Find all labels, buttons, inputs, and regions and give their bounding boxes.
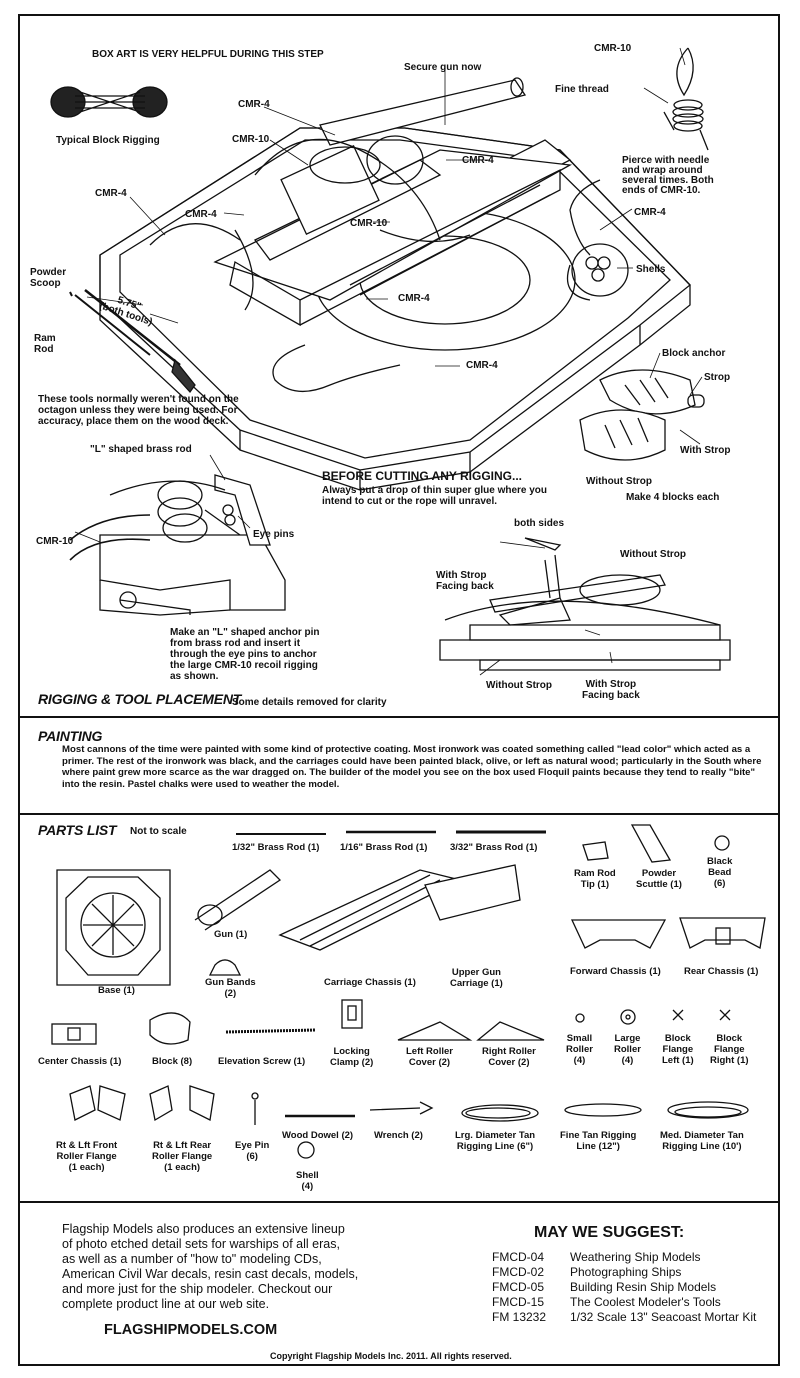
l-rod-label: "L" shaped brass rod (90, 444, 192, 455)
part-label: Wrench (2) (374, 1130, 423, 1141)
part-label: 1/16" Brass Rod (1) (340, 842, 428, 853)
parts-section-title: PARTS LIST (38, 822, 117, 838)
cmr10-top-label: CMR-10 (594, 43, 632, 54)
divider-parts-footer (18, 1201, 780, 1203)
part-label: Elevation Screw (1) (218, 1056, 306, 1067)
side-view-drawing (439, 537, 731, 671)
part-label: Eye Pin(6) (235, 1140, 270, 1162)
with-strop-label: With Strop (680, 445, 731, 456)
part-label: Wood Dowel (2) (282, 1130, 354, 1141)
cmr4-label: CMR-4 (95, 188, 127, 199)
before-cutting-heading: BEFORE CUTTING ANY RIGGING... (322, 469, 523, 483)
copyright: Copyright Flagship Models Inc. 2011. All… (270, 1351, 512, 1361)
both-sides-label: both sides (514, 518, 565, 529)
part-label: Rear Chassis (1) (684, 966, 759, 977)
cmr10-label: CMR-10 (350, 218, 388, 229)
tools-note: These tools normally weren't found on th… (38, 394, 239, 427)
secure-gun-label: Secure gun now (404, 62, 482, 73)
shells-drawing (566, 243, 629, 301)
fine-thread-label: Fine thread (555, 84, 609, 95)
tools-drawing (69, 289, 196, 394)
without-strop-label: Without Strop (620, 549, 687, 560)
shells-label: Shells (636, 264, 666, 275)
cmr4-label: CMR-4 (238, 99, 270, 110)
cmr10-detail-label: CMR-10 (36, 536, 74, 547)
part-label: Gun Bands(2) (205, 977, 256, 999)
without-strop-label: Without Strop (586, 476, 653, 487)
part-label: Shell(4) (296, 1170, 319, 1192)
make-blocks-label: Make 4 blocks each (626, 492, 720, 503)
recoil-detail-drawing (69, 474, 286, 616)
painting-section-title: PAINTING (38, 728, 103, 744)
part-label: 3/32" Brass Rod (1) (450, 842, 538, 853)
cmr4-label: CMR-4 (466, 360, 498, 371)
company-blurb: Flagship Models also produces an extensi… (62, 1222, 359, 1311)
cmr4-label: CMR-4 (634, 207, 666, 218)
rigging-section-title: RIGGING & TOOL PLACEMENT (38, 691, 242, 707)
part-label: Center Chassis (1) (38, 1056, 122, 1067)
part-label: 1/32" Brass Rod (1) (232, 842, 320, 853)
divider-painting-parts (18, 813, 780, 815)
part-label: Gun (1) (214, 929, 248, 940)
coil-drawing (663, 47, 709, 151)
without-strop-label: Without Strop (486, 680, 553, 691)
typical-block-drawing (50, 86, 168, 118)
not-to-scale-label: Not to scale (130, 826, 187, 837)
part-label: Base (1) (98, 985, 135, 996)
carriage-drawing (149, 77, 601, 351)
part-label: Forward Chassis (1) (570, 966, 661, 977)
part-label: Carriage Chassis (1) (324, 977, 416, 988)
cmr4-label: CMR-4 (398, 293, 430, 304)
painting-text: Most cannons of the time were painted wi… (62, 744, 762, 790)
box-art-note: BOX ART IS VERY HELPFUL DURING THIS STEP (92, 49, 324, 60)
cmr4-label: CMR-4 (462, 155, 494, 166)
leader-lines (74, 47, 703, 676)
suggest-title: MAY WE SUGGEST: (534, 1224, 685, 1241)
parts-drawings (51, 824, 766, 1159)
strop-label: Strop (704, 372, 731, 383)
rigging-subtitle: Some details removed for clarity (232, 697, 387, 708)
cmr4-label: CMR-4 (185, 209, 217, 220)
cmr4-loop-drawing (272, 344, 401, 392)
cmr10-label: CMR-10 (232, 134, 270, 145)
typical-block-label: Typical Block Rigging (56, 135, 160, 146)
glue-note: Always put a drop of thin super glue whe… (322, 485, 548, 507)
website-link[interactable]: FLAGSHIPMODELS.COM (104, 1322, 278, 1338)
eye-pins-label: Eye pins (253, 529, 295, 540)
page-border (18, 14, 780, 1366)
divider-rigging-painting (18, 716, 780, 718)
block-anchors-drawing (579, 369, 705, 461)
part-label: Block (8) (152, 1056, 193, 1067)
block-anchor-label: Block anchor (662, 348, 726, 359)
